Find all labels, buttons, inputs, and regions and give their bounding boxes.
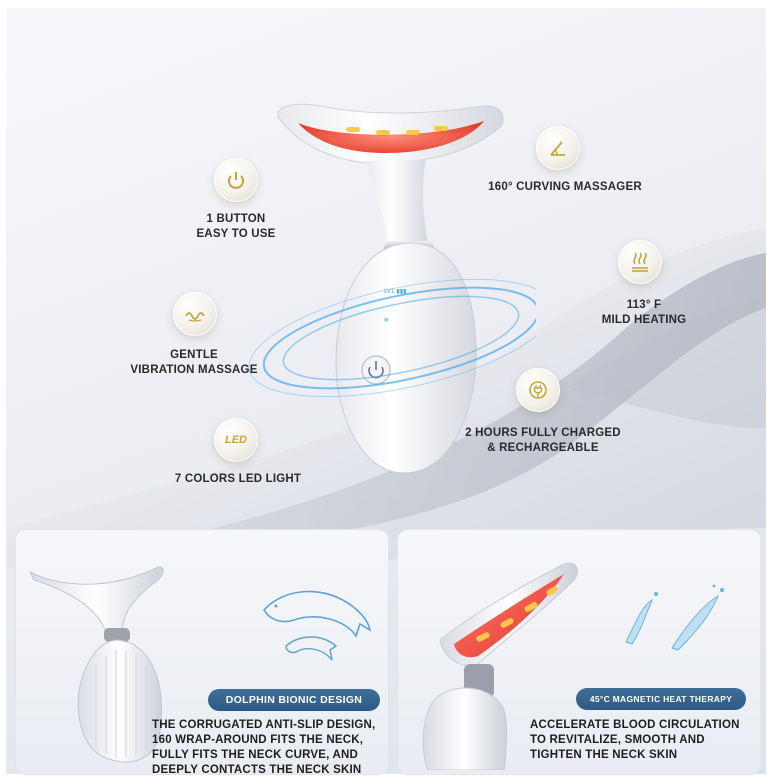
vibration-rings <box>248 278 536 398</box>
curve-angle-icon <box>536 126 580 170</box>
panel-dolphin-bionic: DOLPHIN BIONIC DESIGN THE CORRUGATED ANT… <box>16 530 388 774</box>
vibration-wave-icon <box>173 292 217 336</box>
dolphin-illustration <box>263 590 372 661</box>
svg-text:●: ● <box>384 317 389 323</box>
device-side-image <box>28 566 164 763</box>
red-led-lights <box>346 126 448 135</box>
panel-magnetic-heat: 45°C MAGNETIC HEAT THERAPY ACCELERATE BL… <box>398 530 760 774</box>
charging-plug-icon <box>516 368 560 412</box>
power-button-icon <box>214 158 258 202</box>
led-icon: LED <box>214 418 258 462</box>
device-red-light-image <box>422 562 579 770</box>
feature-one-button: 1 BUTTON EASY TO USE <box>196 213 276 240</box>
feature-charging: 2 HOURS FULLY CHARGED & RECHARGEABLE <box>465 427 621 454</box>
feature-mild-heating: 113° F MILD HEATING <box>601 299 687 326</box>
badge-magnetic-heat: 45°C MAGNETIC HEAT THERAPY <box>576 688 746 710</box>
heat-waves-icon <box>618 240 662 284</box>
svg-text:LV1 ▮▮▮: LV1 ▮▮▮ <box>384 288 406 295</box>
panel-left-description: THE CORRUGATED ANTI-SLIP DESIGN, 160 WRA… <box>152 719 376 774</box>
neck-massager-device: LV1 ▮▮▮ ● <box>248 103 536 474</box>
background-swoosh <box>6 228 766 568</box>
badge-dolphin-bionic: DOLPHIN BIONIC DESIGN <box>208 689 380 711</box>
feature-led-light: 7 COLORS LED LIGHT <box>174 473 302 485</box>
feature-gentle-vibration: GENTLE VIBRATION MASSAGE <box>130 349 258 376</box>
panel-right-description: ACCELERATE BLOOD CIRCULATION TO REVITALI… <box>530 719 740 761</box>
feature-curving-massager: 160° CURVING MASSAGER <box>488 181 642 193</box>
water-splash-illustration <box>625 584 724 651</box>
